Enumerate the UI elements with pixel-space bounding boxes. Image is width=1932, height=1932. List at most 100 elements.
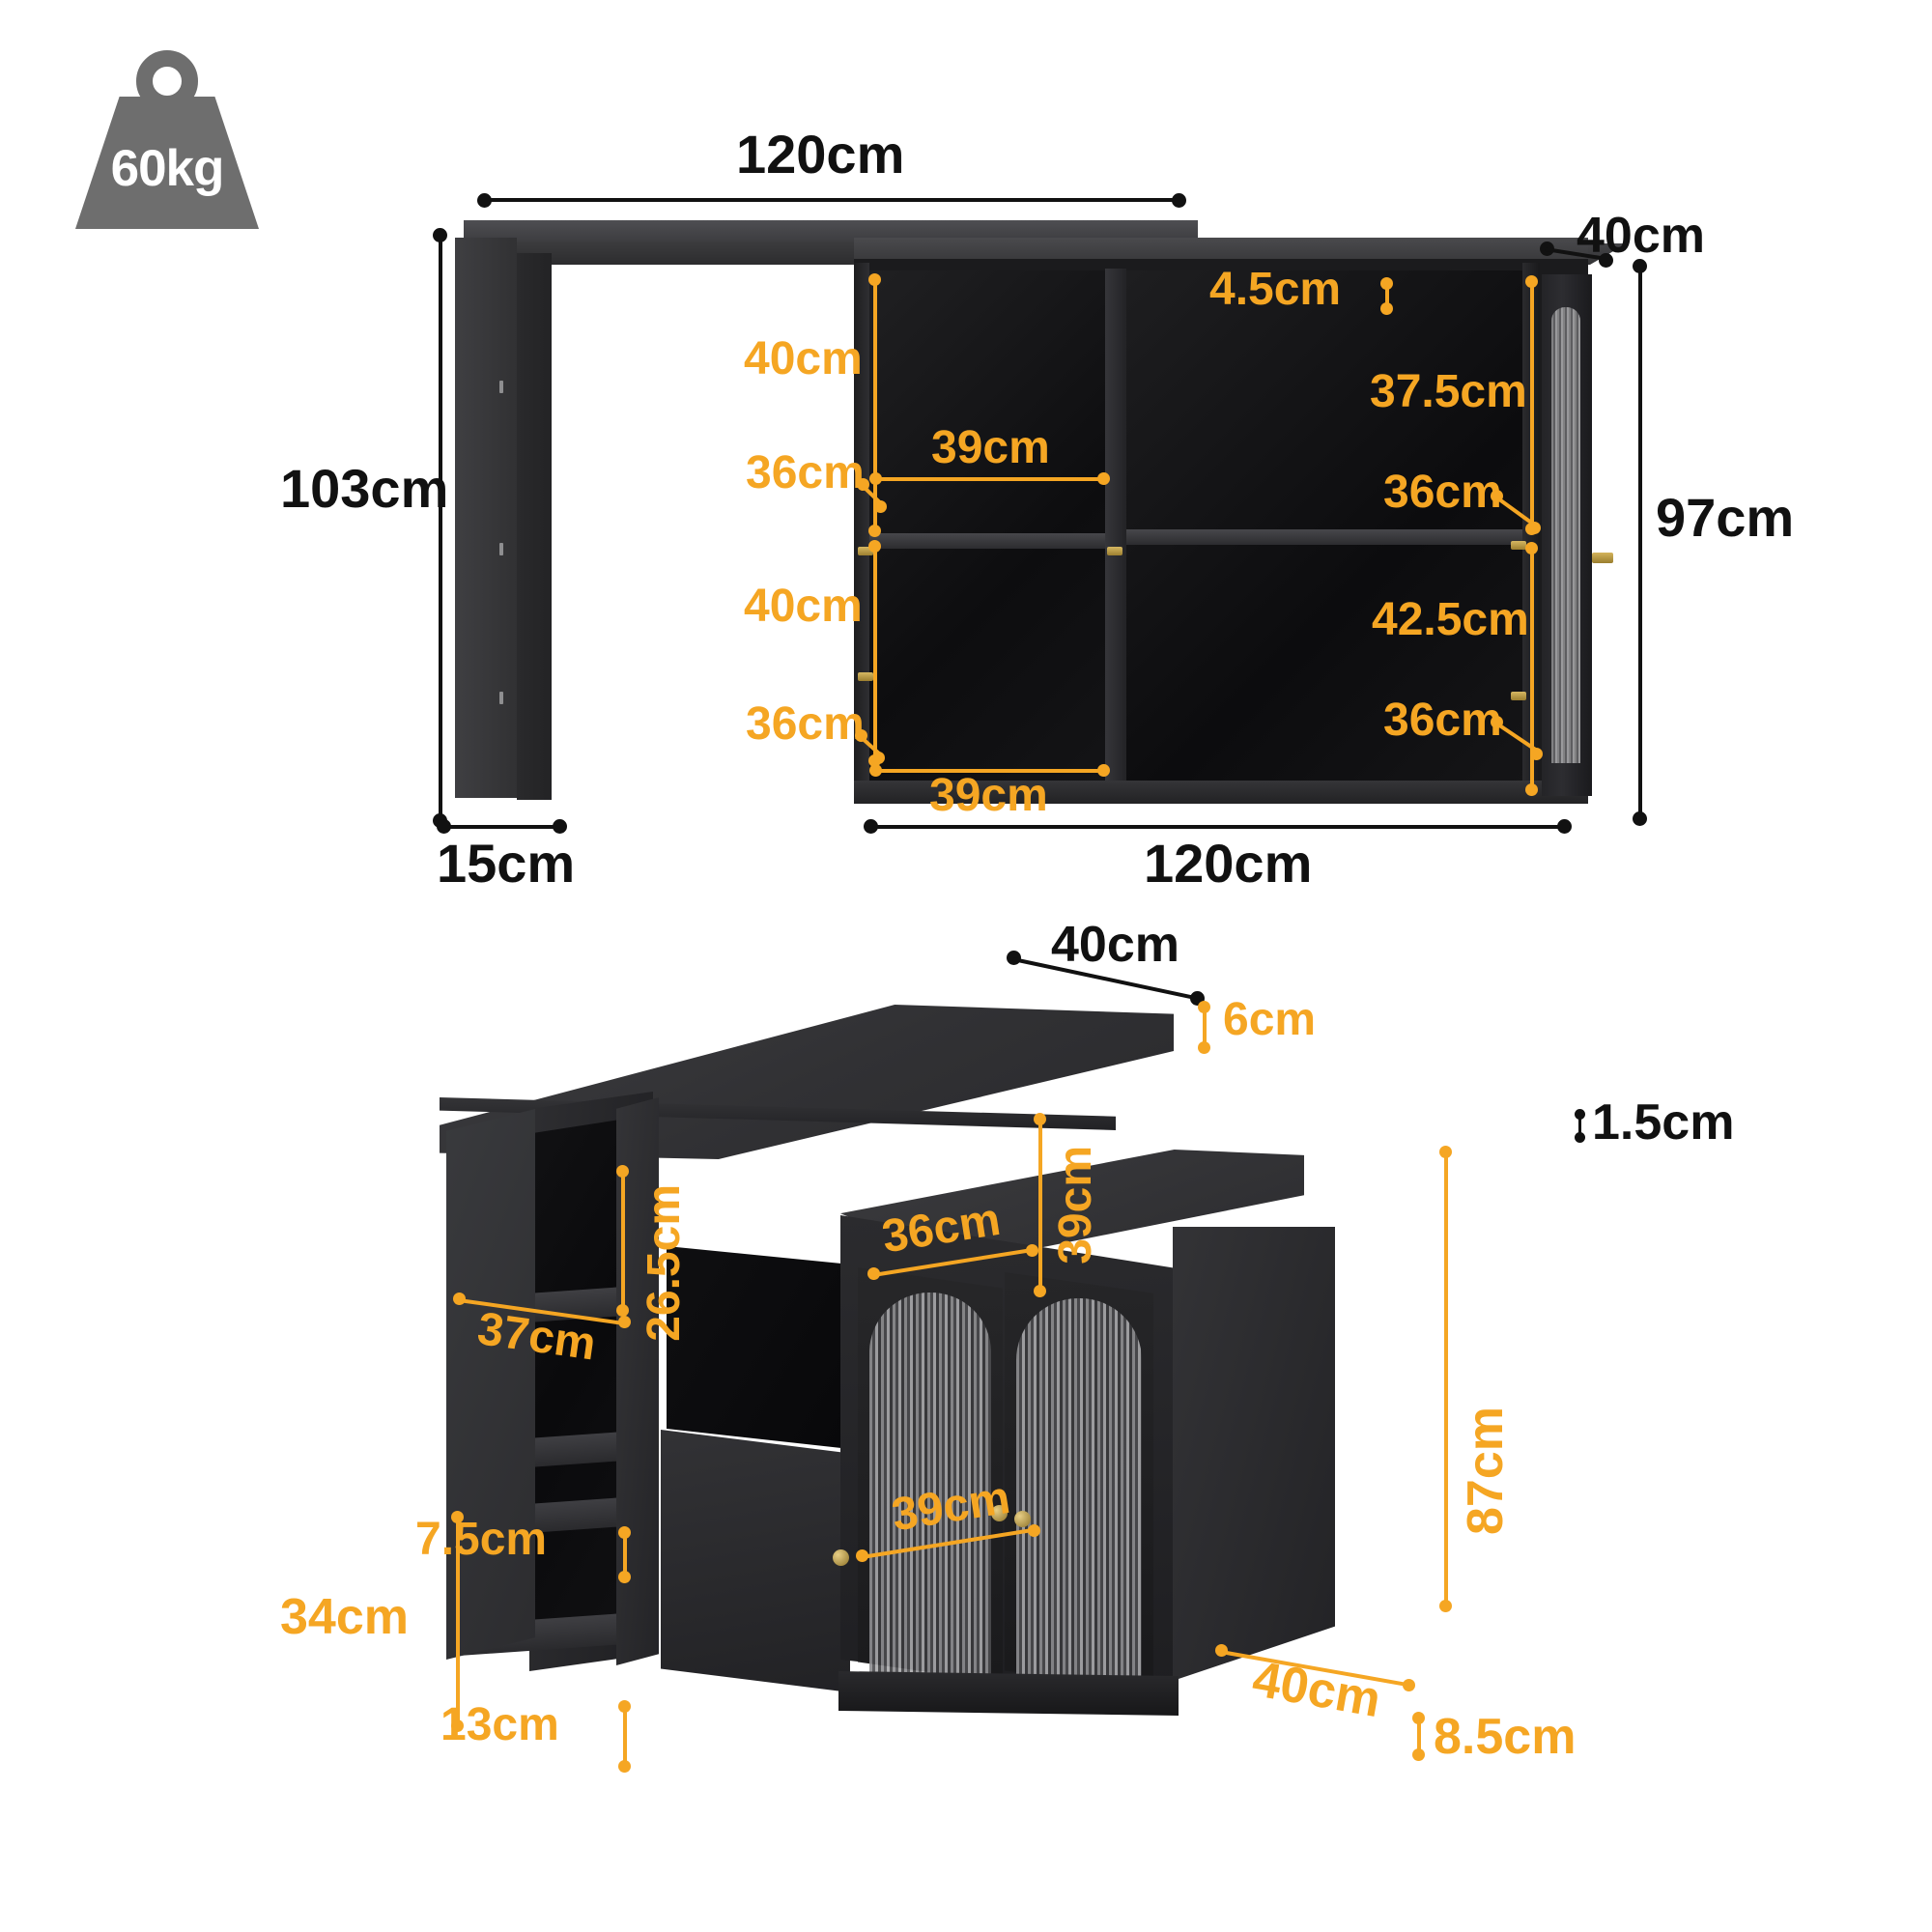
door-handle-icon[interactable] <box>1592 553 1613 563</box>
dim-endpoint-dot <box>1034 1285 1046 1297</box>
cabinet-left-wall <box>854 263 869 796</box>
dim-line <box>439 235 442 818</box>
dim-line <box>1203 1007 1207 1045</box>
dim-label-top-panel-thickness: 4.5cm <box>1209 264 1342 315</box>
dim-line <box>870 825 1564 829</box>
dim-endpoint-dot <box>1412 1748 1425 1761</box>
cabinet-center-divider <box>1105 269 1126 794</box>
dim-endpoint-dot <box>1403 1679 1415 1691</box>
dim-endpoint-dot <box>868 540 881 553</box>
dim-endpoint-dot <box>1599 253 1613 268</box>
cabinet-left-compartment <box>867 270 1105 790</box>
dim-endpoint-dot <box>1530 748 1543 760</box>
cabinet-base-panel <box>854 781 1588 804</box>
dim-label-desk-depth: 15cm <box>437 833 576 894</box>
dim-label-leg-bottom-height: 13cm <box>440 1699 559 1750</box>
dim-label-left-lower-width: 39cm <box>929 770 1048 821</box>
dim-endpoint-dot <box>1026 1244 1038 1257</box>
dim-label-right-shelf-depth: 36cm <box>1383 467 1502 518</box>
dim-endpoint-dot <box>451 1719 464 1732</box>
dim-label-top-width: 120cm <box>736 124 905 185</box>
dim-label-desktop-thickness: 6cm <box>1223 994 1317 1045</box>
dim-label-left-lower-depth: 36cm <box>746 698 865 750</box>
weight-capacity-label: 60kg <box>110 140 225 197</box>
dim-line <box>1444 1151 1448 1604</box>
dim-endpoint-dot <box>1380 302 1393 315</box>
cabinet-plinth <box>838 1671 1179 1716</box>
hinge-icon <box>1511 541 1526 550</box>
dim-line <box>456 1517 460 1723</box>
dim-endpoint-dot <box>1097 764 1110 777</box>
fluted-glass-panel <box>1551 307 1580 763</box>
dim-endpoint-dot <box>618 1316 631 1328</box>
cabinet-top-panel <box>854 238 1588 263</box>
dim-line <box>623 1532 627 1575</box>
door-knob-icon-right[interactable] <box>1014 1511 1031 1527</box>
fluted-glass-panel-left <box>869 1293 991 1679</box>
dim-endpoint-dot <box>1557 819 1572 834</box>
hinge-icon <box>858 547 873 555</box>
dim-label-cubby-height: 39cm <box>1050 1146 1101 1264</box>
desk-leg-front-panel <box>517 253 552 800</box>
dim-line <box>873 278 877 529</box>
cabinet-open-cubby <box>667 1246 850 1449</box>
dim-line <box>875 477 1103 481</box>
dim-label-left-upper-width: 39cm <box>931 422 1050 473</box>
dim-endpoint-dot <box>1575 1132 1585 1143</box>
hinge-icon <box>858 672 873 681</box>
dim-line <box>1578 1115 1581 1136</box>
dim-line <box>875 769 1103 773</box>
dim-label-leg-top-cubby-height: 26.5cm <box>639 1184 690 1342</box>
dim-endpoint-dot <box>1633 811 1647 826</box>
dim-line <box>623 1706 627 1764</box>
dim-endpoint-dot <box>874 500 887 513</box>
dim-label-plinth-height: 8.5cm <box>1434 1709 1577 1765</box>
cabinet-right-side-panel <box>1173 1227 1335 1681</box>
dim-line <box>621 1171 625 1308</box>
bottom-assembled-view <box>0 908 1932 1932</box>
dim-line <box>484 198 1179 202</box>
dim-label-left-upper-height: 40cm <box>744 333 863 384</box>
cam-lock-icon <box>499 381 503 393</box>
dim-endpoint-dot <box>1525 275 1538 288</box>
dim-endpoint-dot <box>857 478 869 491</box>
dim-line <box>1385 282 1389 307</box>
dim-endpoint-dot <box>618 1571 631 1583</box>
dim-endpoint-dot <box>868 273 881 286</box>
dim-endpoint-dot <box>1525 783 1538 796</box>
left-compartment-shelf <box>867 533 1105 549</box>
dim-line <box>1417 1718 1421 1752</box>
dim-endpoint-dot <box>553 819 567 834</box>
dim-label-cabinet-depth: 40cm <box>1577 208 1705 264</box>
dim-label-left-lower-height: 40cm <box>744 581 863 632</box>
dim-line <box>873 545 877 759</box>
dim-endpoint-dot <box>1491 716 1503 728</box>
dim-label-left-shelf-depth: 36cm <box>746 447 865 498</box>
dim-line <box>1638 266 1642 816</box>
dim-endpoint-dot <box>1198 1041 1210 1054</box>
right-compartment-shelf <box>1126 529 1522 545</box>
dim-label-cabinet-width: 120cm <box>1144 833 1313 894</box>
dim-label-leg-lower-total: 34cm <box>280 1589 409 1645</box>
dim-label-right-lower-height: 42.5cm <box>1372 594 1529 645</box>
desk-leg-outer-side <box>446 1109 535 1660</box>
dim-endpoint-dot <box>869 472 882 485</box>
cabinet-drawer-front[interactable] <box>661 1430 850 1692</box>
dim-endpoint-dot <box>1575 1109 1585 1120</box>
cam-lock-icon <box>499 543 503 555</box>
dim-endpoint-dot <box>868 525 881 537</box>
weight-capacity-badge: 60kg <box>75 50 259 229</box>
dim-endpoint-dot <box>1097 472 1110 485</box>
dim-endpoint-dot <box>1439 1600 1452 1612</box>
hinge-icon <box>1107 547 1122 555</box>
dim-label-leg-mid-shelf-height: 7.5cm <box>415 1514 548 1565</box>
dim-line <box>1530 280 1534 527</box>
dim-line <box>443 825 559 829</box>
dim-label-cabinet-top-thickness: 1.5cm <box>1592 1094 1735 1151</box>
dim-label-desk-height: 103cm <box>280 458 449 519</box>
door-knob-icon-left[interactable] <box>991 1505 1008 1521</box>
drawer-knob-icon[interactable] <box>833 1549 849 1566</box>
dim-endpoint-dot <box>869 764 882 777</box>
glass-flutes <box>1016 1298 1142 1685</box>
dim-label-cabinet-height: 97cm <box>1656 487 1795 548</box>
